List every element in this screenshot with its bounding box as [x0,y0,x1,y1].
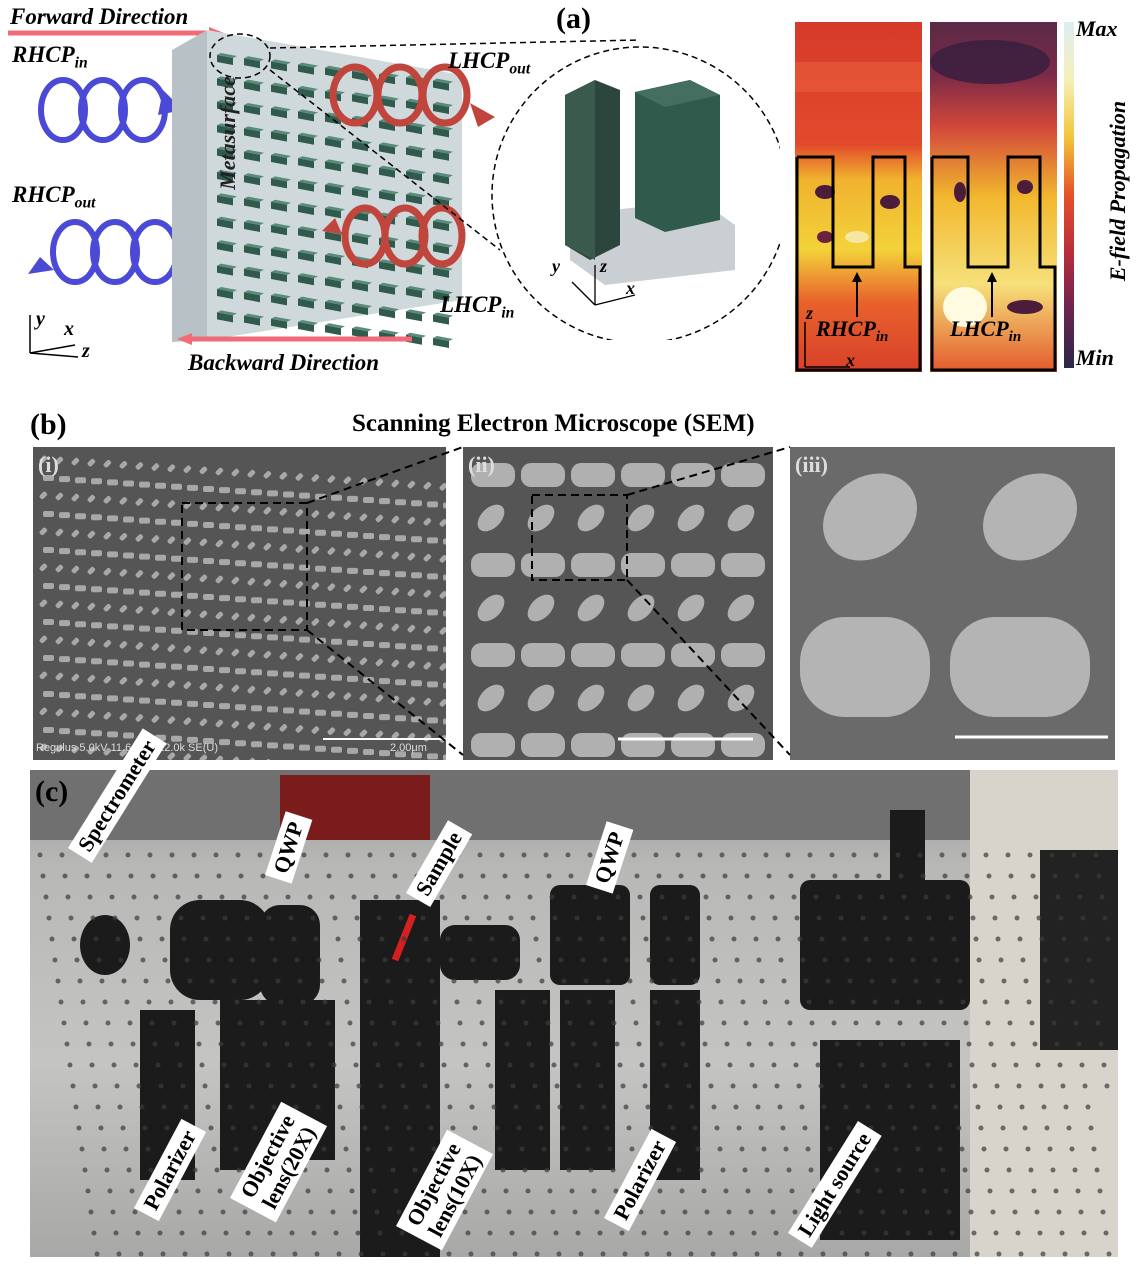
sem-title: Scanning Electron Microscope (SEM) [352,410,755,437]
sem-label-iii: (iii) [795,452,828,477]
colorbar [1064,22,1074,368]
sem-image-i [33,447,446,760]
panel-c-label: (c) [35,775,69,808]
unit-cell-zoom [209,33,780,340]
rhcp-in-helix [38,77,183,143]
left-axis-x: x [64,318,74,340]
panel-a-label: (a) [556,2,591,35]
unit-cell-axis-y: y [552,256,560,276]
backward-arrow [177,333,412,345]
left-axes [29,315,79,358]
field-axis-z: z [806,303,814,323]
unit-cell-axis-z: z [600,256,608,276]
lab-photo [30,770,1118,1257]
backward-direction-label: Backward Direction [188,350,380,375]
lhcp-in-helix [322,204,466,268]
sem-image-iii [790,447,1115,760]
rhcp-out-helix [28,219,180,285]
field-map-right [930,22,1057,372]
rhcp-in-label: RHCPin [12,42,88,72]
colorbar-max: Max [1076,16,1118,41]
colorbar-title: E-field Propagation [1105,100,1130,282]
sem-info-text: Regulus 5.0kV 11.6mm x22.0k SE(U) [36,742,218,754]
sem-zoom-lines [181,446,791,756]
left-axis-z: z [82,340,90,362]
rhcp-out-label: RHCPout [12,182,96,212]
sem-scale-label: 2.00μm [390,742,427,754]
sem-label-i: (i) [38,452,59,477]
unit-cell-axis-x: x [626,278,635,298]
colorbar-min: Min [1076,345,1114,370]
field-axis-x: x [846,350,855,370]
left-axis-y: y [36,308,45,330]
sem-label-ii: (ii) [468,452,495,477]
field-map-left [795,22,922,372]
sem-image-ii [463,447,773,760]
panel-b-label: (b) [30,408,67,441]
field-label-right: LHCPin [950,316,1022,346]
lhcp-out-helix [329,63,495,127]
forward-direction-label: Forward Direction [10,4,189,29]
lhcp-in-label: LHCPin [440,292,515,322]
lhcp-out-label: LHCPout [448,48,531,78]
field-axes-lines [804,322,850,368]
field-label-left: RHCPin [816,316,889,346]
